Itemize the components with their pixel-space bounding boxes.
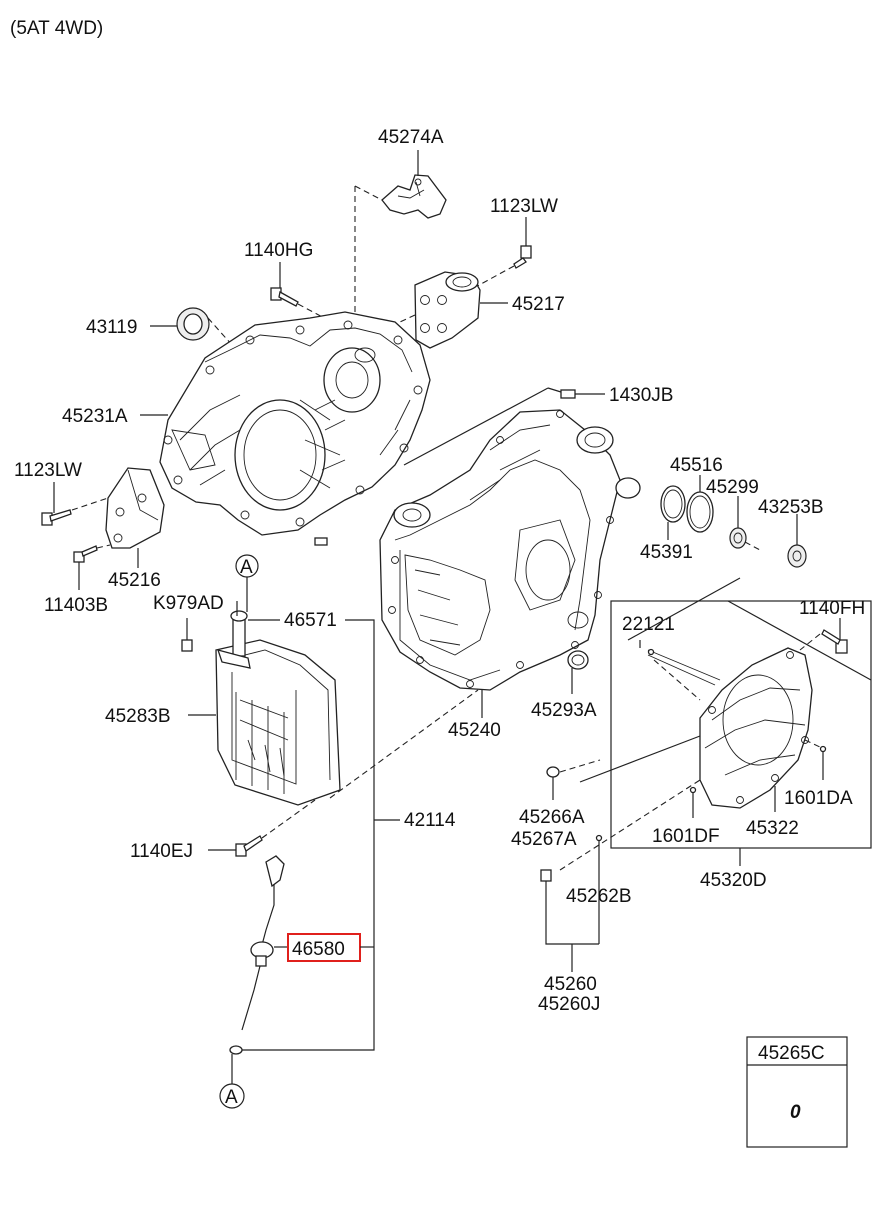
oil-pan-45283B[interactable] — [215, 639, 341, 806]
assembly-box-45320D — [610, 600, 872, 849]
bolt-K979AD — [181, 639, 193, 652]
pin-1601DA[interactable] — [819, 745, 827, 753]
bushing-45299[interactable] — [729, 527, 747, 549]
seal-43119[interactable] — [176, 307, 210, 341]
label-45391[interactable]: 45391 — [640, 542, 693, 563]
ring-45391[interactable] — [660, 485, 686, 523]
label-11403B[interactable]: 11403B — [44, 595, 108, 616]
label-43119[interactable]: 43119 — [86, 317, 137, 338]
label-45262B[interactable]: 45262B — [566, 886, 632, 907]
bolt-45260[interactable] — [540, 869, 552, 882]
bolt-1140FH[interactable] — [821, 629, 848, 654]
label-45274A[interactable]: 45274A — [378, 127, 444, 148]
ref-a-top: A — [240, 557, 253, 578]
oring-45293A[interactable] — [567, 650, 589, 670]
ref-circle-a-bottom — [219, 1083, 245, 1109]
transaxle-case-45240[interactable] — [379, 409, 641, 691]
label-43253B[interactable]: 43253B — [758, 497, 824, 518]
bushing-43253B[interactable] — [787, 544, 807, 568]
bolt-1123LW-top[interactable] — [513, 245, 532, 269]
label-22121[interactable]: 22121 — [622, 614, 675, 635]
label-45260J[interactable]: 45260J — [538, 994, 600, 1015]
filler-tube-K979AD[interactable] — [217, 610, 251, 669]
legend-code: 45265C — [758, 1043, 825, 1064]
label-45240[interactable]: 45240 — [448, 720, 501, 741]
bracket-45274A[interactable] — [381, 174, 447, 219]
bolt-11403B[interactable] — [73, 545, 98, 563]
label-45231A[interactable]: 45231A — [62, 406, 128, 427]
label-45283B[interactable]: 45283B — [105, 706, 171, 727]
bolt-1140EJ[interactable] — [235, 835, 263, 857]
pin-1601DF[interactable] — [689, 786, 697, 794]
oring-45266A[interactable] — [546, 766, 560, 778]
label-46571[interactable]: 46571 — [284, 610, 337, 631]
label-45260[interactable]: 45260 — [544, 974, 597, 995]
label-45516[interactable]: 45516 — [670, 455, 723, 476]
label-45266A[interactable]: 45266A — [519, 807, 585, 828]
label-1140EJ[interactable]: 1140EJ — [130, 841, 193, 862]
label-45320D[interactable]: 45320D — [700, 870, 767, 891]
mount-45217[interactable] — [414, 271, 481, 349]
label-1140FH[interactable]: 1140FH — [799, 598, 865, 619]
label-K979AD[interactable]: K979AD — [153, 593, 224, 614]
highlight-46580[interactable] — [287, 933, 361, 962]
label-46580[interactable]: 46580 — [292, 939, 345, 960]
label-1123LW-top[interactable]: 1123LW — [490, 196, 558, 217]
pin-45262B[interactable] — [595, 834, 603, 842]
pin-1430JB[interactable] — [560, 389, 576, 399]
bolt-1123LW-left[interactable] — [41, 509, 72, 526]
label-45267A[interactable]: 45267A — [511, 829, 577, 850]
label-42114[interactable]: 42114 — [404, 810, 456, 831]
label-1601DF[interactable]: 1601DF — [652, 826, 720, 847]
bracket-45216[interactable] — [105, 467, 165, 549]
dowel-pin — [314, 537, 328, 546]
label-45293A[interactable]: 45293A — [531, 700, 597, 721]
label-45216[interactable]: 45216 — [108, 570, 161, 591]
label-45217[interactable]: 45217 — [512, 294, 565, 315]
legend-symbol: 0 — [790, 1102, 801, 1123]
oring-dipstick — [229, 1045, 243, 1055]
ref-a-bottom: A — [225, 1087, 238, 1108]
bolt-1140HG[interactable] — [270, 287, 299, 307]
legend-box-45265C[interactable] — [746, 1036, 848, 1148]
label-45299[interactable]: 45299 — [706, 477, 759, 498]
ring-45516[interactable] — [686, 491, 714, 533]
extension-housing-45322[interactable] — [699, 647, 813, 809]
dipstick-46580[interactable] — [241, 855, 285, 1031]
label-45322[interactable]: 45322 — [746, 818, 799, 839]
label-1123LW-left[interactable]: 1123LW — [14, 460, 82, 481]
label-1601DA[interactable]: 1601DA — [784, 788, 853, 809]
gasket-22121 — [647, 648, 721, 686]
transaxle-case-45231A[interactable] — [159, 311, 431, 536]
label-1140HG[interactable]: 1140HG — [244, 240, 313, 261]
label-1430JB[interactable]: 1430JB — [609, 385, 673, 406]
variant-title: (5AT 4WD) — [10, 18, 103, 39]
